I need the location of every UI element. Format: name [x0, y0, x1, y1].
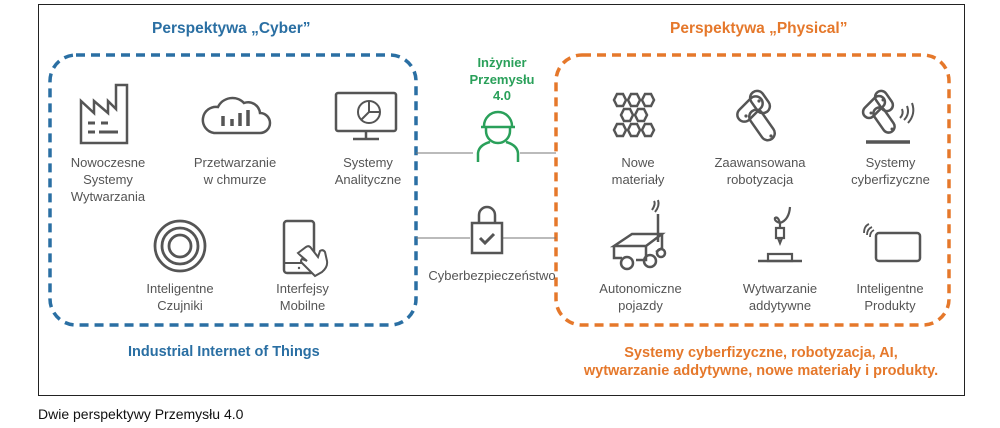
item-label-cloud-processing: Przetwarzanie w chmurze	[193, 155, 277, 187]
item-label-modern-manufacturing: Nowoczesne Systemy Wytwarzania	[70, 155, 146, 204]
item-label-analytic-systems: Systemy Analityczne	[334, 155, 402, 187]
cloud-chart-icon	[200, 93, 272, 135]
engineer-label: Inżynier Przemysłu 4.0	[469, 55, 535, 103]
monitor-pie-chart-icon	[334, 92, 398, 142]
item-label-smart-sensors: Inteligentne Czujniki	[146, 281, 214, 313]
factory-icon	[78, 83, 132, 145]
cyber-perspective-title: Perspektywa „Cyber”	[152, 20, 311, 37]
padlock-check-icon	[470, 205, 504, 255]
item-label-smart-products: Inteligentne Produkty	[856, 281, 924, 313]
item-label-cyber-physical-systems: Systemy cyberfizyczne	[851, 155, 930, 187]
physical-perspective-title: Perspektywa „Physical”	[670, 20, 848, 37]
hexagon-grid-icon	[612, 92, 664, 142]
item-label-mobile-interfaces: Interfejsy Mobilne	[276, 281, 329, 313]
cyber-perspective-subtitle: Industrial Internet of Things	[128, 344, 320, 360]
figure-caption: Dwie perspektywy Przemysłu 4.0	[38, 406, 244, 422]
tablet-touch-icon	[282, 219, 332, 277]
cybersecurity-label: Cyberbezpieczeństwo	[428, 268, 556, 283]
autonomous-vehicle-icon	[610, 200, 668, 272]
robot-arm-icon	[735, 88, 785, 146]
robot-arm-wireless-icon	[862, 88, 918, 146]
engineer-hardhat-icon	[475, 108, 521, 164]
concentric-circles-sensor-icon	[152, 218, 208, 274]
item-label-autonomous-vehicles: Autonomiczne pojazdy	[599, 281, 682, 313]
item-label-new-materials: Nowe materiały	[611, 155, 665, 187]
diagram-frame	[38, 4, 965, 396]
smart-product-wireless-icon	[862, 220, 922, 264]
item-label-advanced-robotics: Zaawansowana robotyzacja	[714, 155, 806, 187]
physical-perspective-subtitle: Systemy cyberfizyczne, robotyzacja, AI, …	[583, 345, 939, 379]
item-label-additive-manufacturing: Wytwarzanie addytywne	[742, 281, 818, 313]
3d-printer-icon	[755, 206, 805, 268]
